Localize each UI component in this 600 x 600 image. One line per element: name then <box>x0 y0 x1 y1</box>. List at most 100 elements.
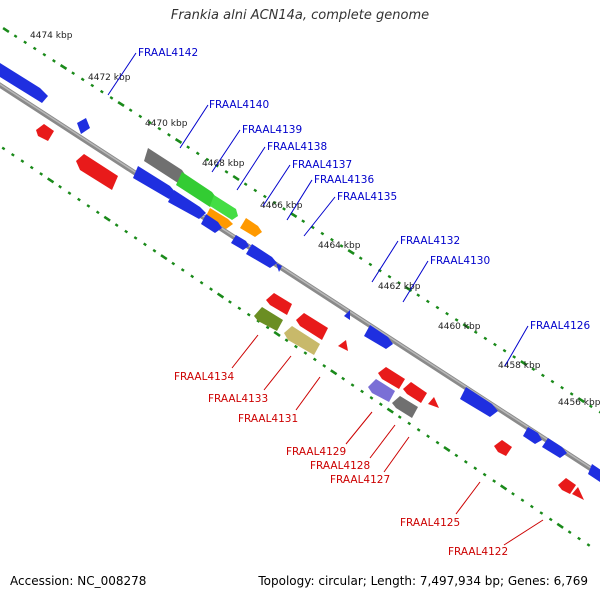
minor-tick <box>502 348 507 353</box>
minor-tick <box>511 492 515 496</box>
gene-label[interactable]: FRAAL4133 <box>208 393 268 405</box>
gene-label[interactable]: FRAAL4134 <box>174 371 234 383</box>
gene-arrow[interactable] <box>36 124 54 141</box>
minor-tick <box>540 373 545 378</box>
minor-tick <box>473 330 478 335</box>
gene-arrow[interactable] <box>403 382 427 403</box>
kbp-label: 4462 kbp <box>378 282 421 292</box>
gene-arrow[interactable] <box>428 397 439 408</box>
gene-label[interactable]: FRAAL4139 <box>242 124 302 136</box>
minor-tick <box>23 40 28 45</box>
gene-label[interactable]: FRAAL4126 <box>530 320 590 332</box>
gene-label[interactable]: FRAAL4138 <box>267 141 327 153</box>
gene-arrow[interactable] <box>588 464 600 482</box>
forward-leader-lines <box>107 52 529 367</box>
minor-tick <box>243 182 248 187</box>
minor-tick <box>360 389 364 394</box>
gene-label[interactable]: FRAAL4122 <box>448 546 508 558</box>
map-title: Frankia alni ACN14a, complete genome <box>170 8 430 23</box>
minor-tick <box>520 498 525 503</box>
minor-tick <box>86 204 91 208</box>
gene-label[interactable]: FRAAL4136 <box>314 174 374 186</box>
gene-arrow[interactable] <box>378 367 405 389</box>
minor-tick <box>228 300 232 304</box>
leader-line <box>371 240 399 283</box>
gene-arrow[interactable] <box>144 148 186 183</box>
gene-label[interactable]: FRAAL4127 <box>330 474 390 486</box>
gene-arrow[interactable] <box>240 218 262 237</box>
gene-arrow[interactable] <box>231 235 249 250</box>
gene-arrow[interactable] <box>206 208 233 229</box>
minor-tick <box>586 543 591 547</box>
gene-label[interactable]: FRAAL4131 <box>238 413 298 425</box>
gene-arrow[interactable] <box>0 58 48 103</box>
gene-label[interactable]: FRAAL4128 <box>310 460 370 472</box>
gene-arrow[interactable] <box>542 438 567 458</box>
gene-arrow[interactable] <box>210 195 238 220</box>
gene-arrow[interactable] <box>201 214 222 233</box>
gene-label[interactable]: FRAAL4130 <box>430 255 490 267</box>
gene-arrow[interactable] <box>338 340 348 351</box>
forward-gene-labels: FRAAL4142 FRAAL4140 FRAAL4139 FRAAL4138 … <box>138 47 590 332</box>
minor-tick <box>416 428 421 432</box>
major-tick <box>232 175 240 181</box>
minor-tick <box>262 194 267 199</box>
gene-label[interactable]: FRAAL4137 <box>292 159 352 171</box>
major-tick <box>462 323 470 330</box>
minor-tick <box>588 404 593 409</box>
minor-tick <box>52 59 56 63</box>
gene-arrow[interactable] <box>460 387 498 417</box>
gene-arrow[interactable] <box>284 326 320 355</box>
gene-arrow[interactable] <box>254 307 283 331</box>
major-tick <box>330 369 338 376</box>
gene-arrow[interactable] <box>344 310 350 320</box>
gene-arrow[interactable] <box>276 263 282 272</box>
gene-arrow[interactable] <box>133 166 176 199</box>
minor-tick <box>569 392 574 396</box>
gene-arrow[interactable] <box>558 478 576 494</box>
kbp-label: 4466 kbp <box>260 201 303 211</box>
gene-arrow[interactable] <box>176 172 218 207</box>
minor-tick <box>124 229 129 234</box>
gene-arrow[interactable] <box>364 325 393 349</box>
major-tick <box>520 360 528 367</box>
gene-label[interactable]: FRAAL4135 <box>337 191 397 203</box>
minor-tick <box>152 248 157 253</box>
gene-arrow[interactable] <box>266 293 292 315</box>
minor-tick <box>99 89 104 94</box>
major-tick <box>46 177 55 184</box>
kbp-label: 4456 kbp <box>558 398 600 408</box>
gene-arrow[interactable] <box>76 154 118 190</box>
major-tick <box>160 254 168 261</box>
gene-label[interactable]: FRAAL4125 <box>400 517 460 529</box>
gene-arrow[interactable] <box>246 244 277 268</box>
minor-tick <box>32 46 37 51</box>
minor-tick <box>560 385 564 390</box>
leader-line <box>286 179 313 221</box>
gene-label[interactable]: FRAAL4132 <box>400 235 460 247</box>
gene-arrow[interactable] <box>296 313 328 340</box>
minor-tick <box>435 305 440 310</box>
gene-arrow[interactable] <box>494 440 512 456</box>
gene-arrow[interactable] <box>523 427 542 444</box>
leader-line <box>231 334 259 369</box>
gene-arrow[interactable] <box>368 379 395 402</box>
minor-tick <box>407 421 412 426</box>
major-tick <box>2 27 10 33</box>
gene-arrow[interactable] <box>168 190 206 219</box>
leader-line <box>369 424 396 459</box>
minor-tick <box>529 504 534 509</box>
gene-arrow[interactable] <box>77 118 90 134</box>
minor-tick <box>199 280 204 285</box>
gene-label[interactable]: FRAAL4142 <box>138 47 198 59</box>
gene-arrow[interactable] <box>392 396 418 418</box>
gene-arrow[interactable] <box>572 487 584 500</box>
tick-row-upper <box>2 27 600 414</box>
gene-label[interactable]: FRAAL4140 <box>209 99 269 111</box>
leader-line <box>402 260 429 303</box>
major-tick <box>577 397 585 404</box>
minor-tick <box>128 108 133 113</box>
gene-label[interactable]: FRAAL4129 <box>286 446 346 458</box>
